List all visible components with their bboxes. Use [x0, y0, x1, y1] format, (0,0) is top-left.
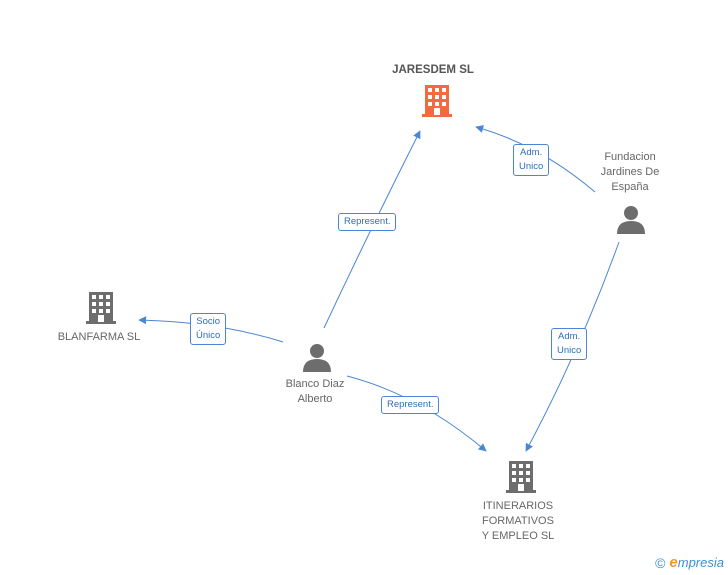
edge-label-blanco-itinerarios: Represent. [381, 396, 440, 414]
copyright-icon: © [655, 554, 666, 571]
node-label-blanfarma[interactable]: BLANFARMA SL [57, 331, 141, 343]
building-icon[interactable] [86, 292, 116, 324]
node-label-fundacion[interactable]: Fundacion Jardines De España [600, 151, 660, 193]
edge-label-fundacion-jaresdem: Adm. Unico [513, 144, 550, 176]
edge-label-fundacion-itinerarios: Adm. Unico [551, 328, 588, 360]
person-icon[interactable] [617, 206, 645, 234]
building-icon[interactable] [422, 85, 452, 117]
edge-label-blanco-jaresdem: Represent. [338, 213, 397, 231]
building-icon[interactable] [506, 461, 536, 493]
person-icon[interactable] [303, 344, 331, 372]
brand-name: mpresia [677, 555, 724, 570]
node-label-itinerarios[interactable]: ITINERARIOS FORMATIVOS Y EMPLEO SL [481, 500, 555, 542]
brand-footer[interactable]: © empresia [655, 554, 724, 571]
brand-initial: e [669, 554, 678, 571]
node-label-jaresdem[interactable]: JARESDEM SL [392, 64, 474, 76]
brand-logo[interactable]: empresia [669, 554, 724, 571]
edge-label-blanco-blanfarma: Socio Único [190, 313, 227, 345]
node-label-blanco[interactable]: Blanco Diaz Alberto [285, 378, 345, 405]
